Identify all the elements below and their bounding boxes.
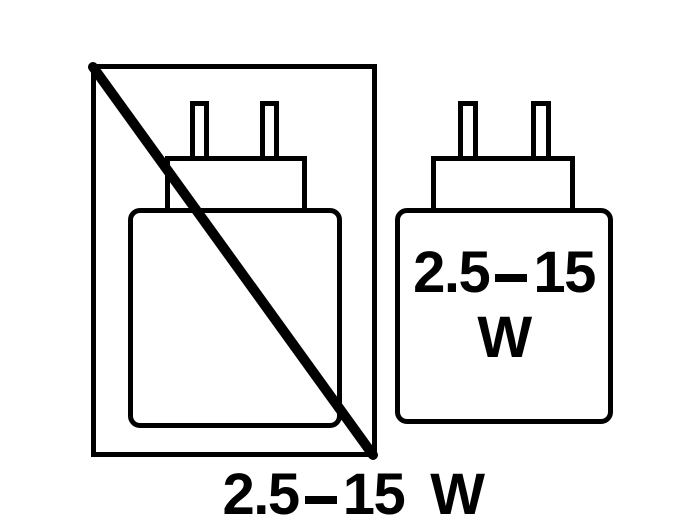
wattage-from: 2.5 — [413, 240, 491, 305]
wattage-to: 15 — [533, 240, 596, 305]
charger-body-icon — [128, 208, 342, 428]
wattage-unit: W — [430, 462, 485, 525]
plug-prong-icon — [458, 101, 478, 156]
charger-body-icon — [395, 208, 613, 424]
allowed-wattage-unit: W — [395, 309, 613, 367]
wattage-from: 2.5 — [222, 462, 301, 525]
wattage-unit: W — [477, 305, 532, 370]
range-dash-icon — [495, 274, 528, 282]
charger-neck-icon — [165, 156, 307, 208]
plug-prong-icon — [190, 101, 209, 156]
range-dash-icon — [304, 496, 337, 504]
wattage-to: 15 — [342, 462, 406, 525]
charger-neck-icon — [431, 156, 575, 208]
plug-prong-icon — [260, 101, 279, 156]
plug-prong-icon — [531, 101, 551, 156]
